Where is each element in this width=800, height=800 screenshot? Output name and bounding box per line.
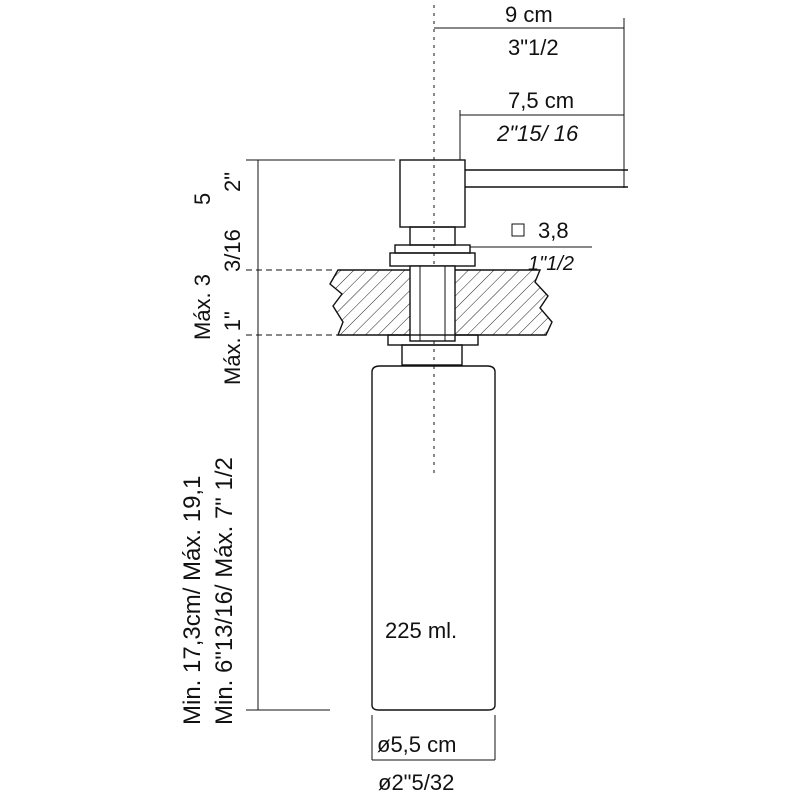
head-height-in-label: 2" xyxy=(220,172,245,192)
counter-in-a-label: 3/16 xyxy=(220,229,245,272)
head-reach-dimension: 7,5 cm 2"15/ 16 xyxy=(459,88,624,160)
total-cm-label: Min. 17,3cm/ Máx. 19,1 xyxy=(179,476,206,725)
bottle-volume-label: 225 ml. xyxy=(385,618,457,643)
counter-cm-label: Máx. 3 xyxy=(190,274,215,340)
pump-head xyxy=(399,159,466,228)
head-reach-cm-label: 7,5 cm xyxy=(508,88,574,113)
collar-cm-label: 3,8 xyxy=(538,218,569,243)
collar xyxy=(394,244,471,254)
threaded-shank xyxy=(409,265,456,342)
head-reach-in-label: 2"15/ 16 xyxy=(496,121,579,146)
spout-reach-cm-label: 9 cm xyxy=(505,2,553,27)
total-in-label: Min. 6"13/16/ Máx. 7" 1/2 xyxy=(211,457,238,725)
left-extension-lines xyxy=(246,159,395,711)
head-height-cm-label: 5 xyxy=(190,193,215,205)
spout-reach-dimension: 9 cm 3"1/2 xyxy=(434,2,625,188)
bottle-diameter-in-label: ø2"5/32 xyxy=(378,770,454,795)
collar-dimension: 3,8 1"1/2 xyxy=(470,218,592,275)
lower-neck xyxy=(401,344,463,366)
bottle-diameter-dimension: ø5,5 cm ø2"5/32 xyxy=(371,715,496,795)
counter-in-label: Máx. 1" xyxy=(220,311,245,385)
collar-base xyxy=(389,252,476,267)
spout-reach-in-label: 3"1/2 xyxy=(508,35,559,60)
pump-neck xyxy=(409,226,456,246)
spout xyxy=(465,169,628,188)
bottle-diameter-cm-label: ø5,5 cm xyxy=(377,732,456,757)
bottle xyxy=(371,365,496,711)
